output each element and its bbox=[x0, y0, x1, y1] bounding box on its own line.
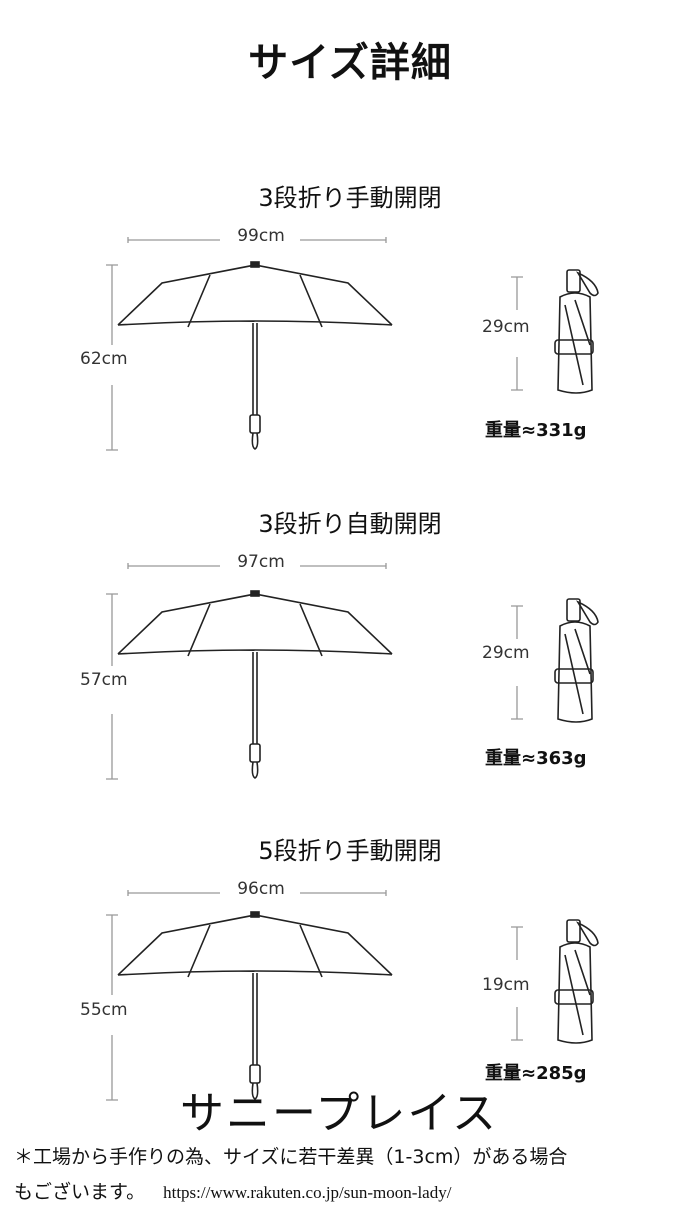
folded-length-label: 29cm bbox=[482, 639, 530, 667]
section-title: 5段折り手動開閉 bbox=[258, 837, 442, 865]
weight-label: 重量≈363g bbox=[485, 748, 587, 769]
weight-label: 重量≈331g bbox=[485, 420, 587, 441]
height-label: 62cm bbox=[80, 345, 128, 373]
shop-url: https://www.rakuten.co.jp/sun-moon-lady/ bbox=[163, 1183, 452, 1202]
spec-section: 3段折り自動開閉 97cm 57cm 29cm 重量≈363g bbox=[0, 510, 700, 852]
umbrella-diagram bbox=[106, 563, 599, 780]
width-label: 99cm bbox=[222, 226, 300, 246]
width-label: 97cm bbox=[222, 552, 300, 572]
spec-section: 3段折り手動開閉 99cm 62cm 29cm 重量≈331g bbox=[0, 184, 700, 526]
folded-length-label: 19cm bbox=[482, 971, 530, 999]
folded-length-label: 29cm bbox=[482, 313, 530, 341]
height-label: 57cm bbox=[80, 666, 128, 694]
page-title: サイズ詳細 bbox=[248, 40, 452, 86]
umbrella-diagram bbox=[106, 890, 599, 1101]
width-label: 96cm bbox=[222, 879, 300, 899]
height-label: 55cm bbox=[80, 996, 128, 1024]
watermark: サニープレイス bbox=[180, 1088, 499, 1139]
weight-label: 重量≈285g bbox=[485, 1063, 587, 1084]
size-note: ＊工場から手作りの為、サイズに若干差異（1-3cm）がある場合 bbox=[14, 1146, 568, 1168]
spec-section: 5段折り手動開閉 96cm 55cm 19cm 重量≈285g bbox=[0, 837, 700, 1179]
size-note-line2: もございます。 bbox=[14, 1181, 146, 1203]
size-note-cont: もございます。 https://www.rakuten.co.jp/sun-moo… bbox=[14, 1181, 451, 1204]
umbrella-diagram bbox=[106, 237, 599, 451]
section-title: 3段折り自動開閉 bbox=[258, 510, 442, 538]
section-title: 3段折り手動開閉 bbox=[258, 184, 442, 212]
